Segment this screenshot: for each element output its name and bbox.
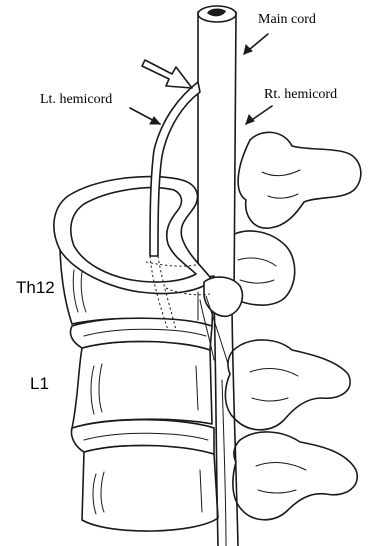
label-main-cord: Main cord (258, 12, 316, 27)
label-th12: Th12 (16, 278, 55, 297)
right-hemicord (214, 300, 238, 546)
label-rt-hemicord: Rt. hemicord (264, 87, 337, 102)
label-l1: L1 (30, 374, 49, 393)
lower-vertebrae (70, 318, 218, 531)
main-cord (198, 6, 236, 300)
posterior-elements (216, 132, 361, 519)
split-arrow (142, 60, 192, 88)
label-lt-hemicord: Lt. hemicord (40, 92, 112, 107)
